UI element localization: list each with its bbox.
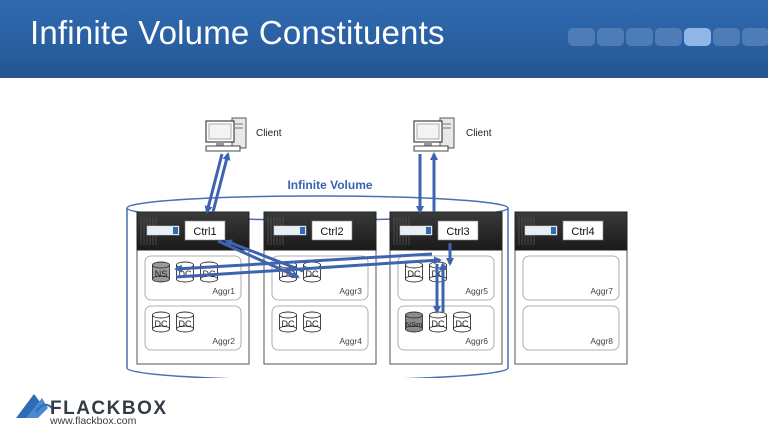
disk-ns-icon: NS [152, 261, 170, 283]
disk-dc-icon: DC [405, 261, 423, 283]
disk-nsm-icon: NSm [405, 311, 423, 333]
disk-dc-icon: DC [303, 261, 321, 283]
controller-label: Ctrl3 [446, 226, 469, 238]
disk-dc-icon: DC [303, 311, 321, 333]
controller-label: Ctrl1 [193, 226, 216, 238]
disk-label: DC [179, 319, 192, 329]
aggregate-label: Aggr8 [590, 336, 613, 346]
nav-dot-5[interactable] [684, 28, 711, 46]
arrow-ns-to-ctrl3 [175, 256, 442, 279]
client-computer-2: Client [413, 117, 492, 152]
controller-label: Ctrl2 [320, 226, 343, 238]
disk-label: NSm [406, 320, 423, 329]
brand-url[interactable]: www.flackbox.com [50, 415, 137, 427]
disk-label: DC [432, 319, 445, 329]
nav-dot-7[interactable] [742, 28, 768, 46]
aggregate-aggr6: Aggr6 NSm DC DC [397, 305, 495, 351]
aggregate-aggr1: Aggr1 NS DC DC [144, 255, 242, 301]
brand-name: FLACKBOX [50, 398, 168, 419]
disk-dc-icon: DC [279, 311, 297, 333]
arrow-dc-aggr3-to-ctrl1 [224, 239, 304, 273]
slide-title: Infinite Volume Constituents [30, 14, 445, 51]
disk-label: DC [408, 269, 421, 279]
nav-dot-3[interactable] [626, 28, 653, 46]
disk-dc-icon: DC [200, 261, 218, 283]
disk-label: DC [306, 319, 319, 329]
aggregate-label: Aggr7 [590, 286, 613, 296]
disk-dc-icon: DC [429, 311, 447, 333]
arrow-ctrl3-to-ns [174, 252, 433, 273]
flackbox-logo-icon [16, 394, 53, 418]
aggregate-label: Aggr4 [339, 336, 362, 346]
nav-dot-6[interactable] [713, 28, 740, 46]
disk-dc-icon: DC [453, 311, 471, 333]
disk-label: DC [456, 319, 469, 329]
aggregate-aggr4: Aggr4 DC DC [271, 305, 369, 351]
infinite-volume-diagram: Infinite Volume Client [126, 117, 628, 378]
aggregate-aggr2: Aggr2 DC DC [144, 305, 242, 351]
nav-dot-1[interactable] [568, 28, 595, 46]
client-label-1: Client [256, 128, 282, 139]
disk-dc-icon: DC [176, 261, 194, 283]
aggregate-label: Aggr6 [465, 336, 488, 346]
aggregate-aggr8: Aggr8 [522, 305, 620, 351]
title-bar: Infinite Volume Constituents [0, 0, 768, 78]
computer-icon [413, 117, 455, 152]
arrow-ctrl1-to-client1 [211, 152, 231, 213]
disk-dc-icon: DC [176, 311, 194, 333]
infinite-volume-label: Infinite Volume [287, 178, 372, 192]
aggregate-label: Aggr3 [339, 286, 362, 296]
aggregate-label: Aggr1 [212, 286, 235, 296]
computer-icon [205, 117, 247, 152]
data-flow-arrows [174, 152, 454, 314]
controller-label: Ctrl4 [571, 226, 594, 238]
aggregate-aggr7: Aggr7 [522, 255, 620, 301]
aggregate-label: Aggr2 [212, 336, 235, 346]
arrow-client1-to-ctrl1 [204, 153, 224, 214]
disk-label: DC [282, 319, 295, 329]
disk-label: DC [306, 269, 319, 279]
aggregate-label: Aggr5 [465, 286, 488, 296]
disk-label: DC [155, 319, 168, 329]
disk-dc-icon: DC [152, 311, 170, 333]
nav-dot-2[interactable] [597, 28, 624, 46]
client-label-2: Client [466, 128, 492, 139]
client-computer-1: Client [205, 117, 282, 152]
nav-dot-4[interactable] [655, 28, 682, 46]
disk-label: DC [179, 269, 192, 279]
disk-label: NS [155, 269, 168, 279]
